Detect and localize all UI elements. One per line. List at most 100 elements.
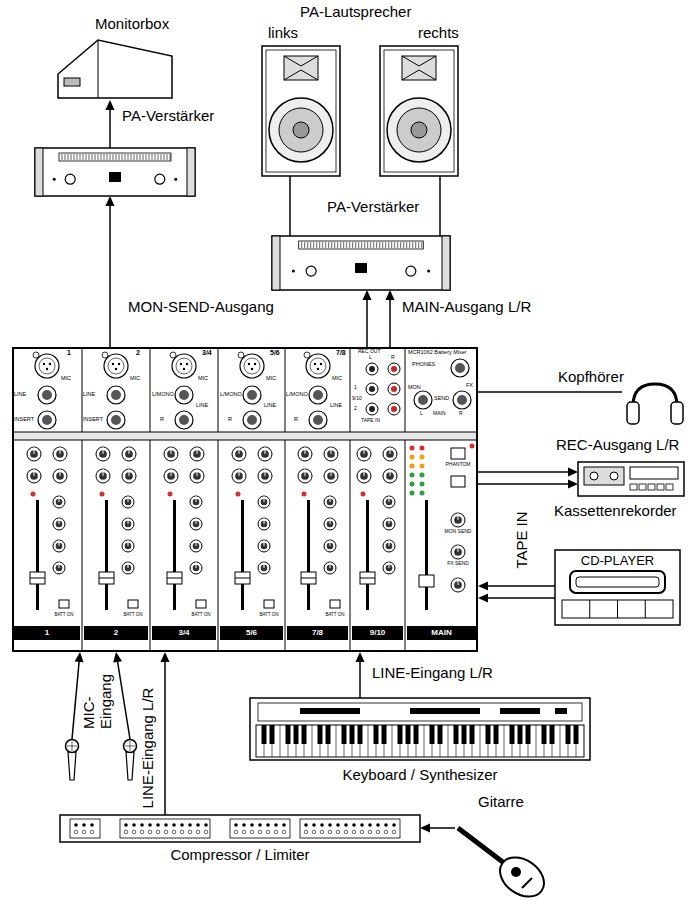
knob	[324, 540, 336, 552]
microphone-grill	[130, 741, 131, 751]
panel-label: BATT ON	[259, 612, 278, 617]
rca-pin	[391, 366, 397, 372]
vent-slot	[161, 154, 162, 160]
channel-number: 5/6	[270, 349, 280, 357]
knob-pointer	[197, 447, 198, 454]
compressor-control	[304, 823, 308, 827]
screw	[304, 352, 310, 358]
knob-pointer	[305, 447, 306, 454]
connector-line	[478, 483, 570, 485]
knob	[96, 469, 110, 483]
fader-slot	[425, 500, 428, 610]
arrow-head	[420, 824, 430, 833]
jack-socket	[107, 386, 125, 404]
recorder-button	[648, 484, 655, 490]
vent-slot	[373, 242, 374, 248]
recorder-button	[639, 484, 646, 490]
vent-slot	[158, 154, 159, 160]
xlr-pin	[317, 368, 319, 370]
knob	[53, 447, 67, 461]
rca-pin	[391, 386, 397, 392]
vent	[59, 153, 171, 161]
panel-label: LINE	[83, 391, 95, 397]
jack-socket	[414, 391, 432, 409]
compressor-control	[90, 830, 94, 834]
speaker-cabinet	[262, 46, 340, 176]
jack-hole	[42, 390, 52, 400]
vent-slot	[409, 242, 410, 248]
channel-bar	[14, 626, 80, 640]
rca-pin	[369, 386, 375, 392]
vent-slot	[77, 154, 78, 160]
jack-socket	[38, 411, 56, 429]
vent-slot	[388, 242, 389, 248]
speaker-frame	[384, 50, 454, 172]
knob-pointer	[330, 496, 331, 502]
amp-knob	[406, 266, 416, 276]
panel-label: 1	[354, 385, 357, 391]
white-key	[272, 725, 273, 757]
vent-slot	[86, 154, 87, 160]
channel-bar	[220, 626, 283, 640]
fader-mark	[235, 578, 250, 579]
jack-socket	[175, 386, 193, 404]
keyboard-panel	[258, 703, 582, 721]
screw	[170, 352, 176, 358]
channel-bar	[152, 626, 216, 640]
arrow-head	[75, 652, 84, 662]
connector	[420, 824, 455, 833]
cd-player: CD-PLAYER	[555, 550, 680, 625]
vent-slot	[367, 242, 368, 248]
connector-line	[289, 176, 291, 236]
vent-slot	[104, 154, 105, 160]
knob	[190, 496, 202, 508]
vent-slot	[322, 242, 323, 248]
xlr-pin	[49, 363, 51, 365]
rack-ear	[187, 148, 195, 196]
vent-slot	[134, 154, 135, 160]
compressor-control	[368, 830, 372, 834]
vent-slot	[125, 154, 126, 160]
channel-number: 2	[136, 349, 140, 357]
amp-dot	[53, 178, 56, 181]
xlr-pin	[314, 363, 316, 365]
compressor-control	[132, 823, 136, 827]
panel-label: BATT ON	[54, 612, 73, 617]
cd-tray-inner	[576, 577, 659, 587]
vent-slot	[149, 154, 150, 160]
knob	[451, 513, 465, 527]
channel-number: 1	[45, 628, 49, 637]
knob-pointer	[129, 469, 130, 476]
knob-pointer	[196, 562, 197, 568]
knob	[451, 578, 465, 592]
batt-button	[196, 600, 206, 608]
jack-socket	[107, 411, 125, 429]
rca-pin	[391, 406, 397, 412]
keyboard-display	[300, 708, 360, 714]
mic-cable	[72, 660, 79, 739]
panel-label: R	[160, 416, 164, 422]
knob-pointer	[265, 469, 266, 476]
compressor-control	[312, 823, 316, 827]
knob-pointer	[390, 469, 391, 476]
node-text: Kopfhörer	[558, 368, 624, 385]
white-key	[488, 725, 489, 757]
fader-slot	[105, 500, 108, 610]
knob	[383, 496, 395, 508]
knob-pointer	[390, 447, 391, 454]
guitar-bridge	[522, 878, 532, 888]
vent-slot	[122, 154, 123, 160]
cd-buttons	[562, 600, 673, 618]
level-led	[420, 482, 425, 487]
compressor-control	[188, 830, 192, 834]
channel-number: 9/10	[370, 628, 386, 637]
connector-line	[109, 204, 111, 347]
compressor-control	[282, 830, 286, 834]
channel-divider	[82, 347, 83, 432]
knob	[298, 469, 312, 483]
white-key	[384, 725, 385, 757]
mic-cable	[117, 660, 130, 739]
compressor-control	[148, 830, 152, 834]
woofer-cap	[411, 122, 427, 138]
keyboard-body	[250, 698, 590, 760]
